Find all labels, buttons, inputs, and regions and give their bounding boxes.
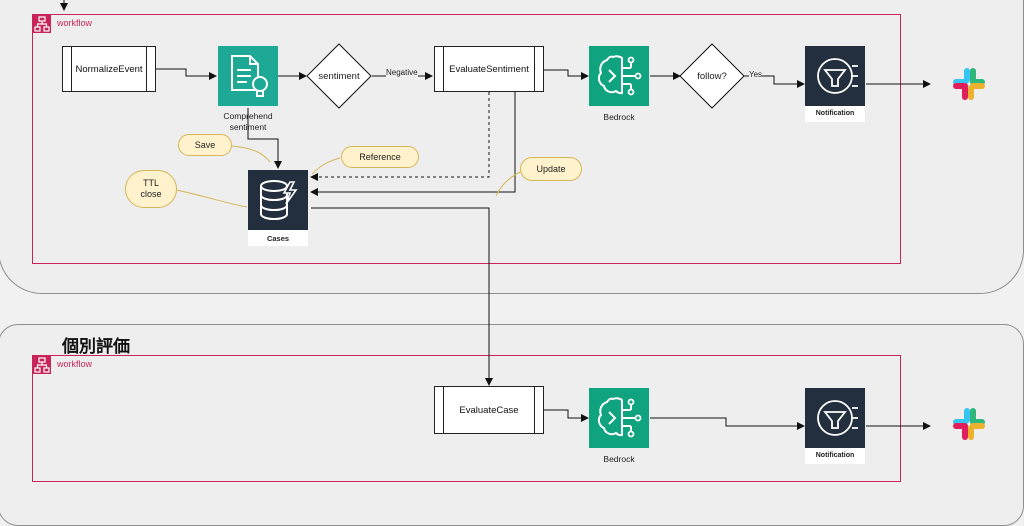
normalize-event-step[interactable]: NormalizeEvent [62,46,156,92]
notification-service[interactable]: Notification [805,388,865,464]
comprehend-service[interactable] [218,46,278,106]
comprehend-icon [218,46,278,106]
evaluate-sentiment-step[interactable]: EvaluateSentiment [434,46,544,92]
workflow-label: workflow [57,18,93,28]
workflow-frame-main: workflow [32,14,901,264]
bedrock-label: Bedrock [603,454,635,464]
bedrock-service[interactable] [589,46,649,106]
workflow-frame-individual: workflow [32,355,901,482]
workflow-label: workflow [57,359,93,369]
comprehend-label: Comprehend sentiment [223,111,273,132]
workflow-icon [33,15,51,33]
bedrock-service[interactable] [589,388,649,448]
notification-label: Notification [815,110,855,117]
dynamodb-icon [248,170,308,230]
note-ttl-text: TTL close [140,178,162,199]
bedrock-icon [589,46,649,106]
yes-edge-label: Yes [749,70,763,79]
slack-icon [950,405,988,443]
notification-icon [805,388,865,448]
notification-service[interactable]: Notification [805,46,865,122]
follow-decision: follow? [697,71,727,82]
note-save: Save [178,134,232,156]
notification-icon [805,46,865,106]
sentiment-decision: sentiment [318,71,360,82]
cases-table[interactable]: Cases [248,170,308,246]
notification-label: Notification [815,452,855,459]
connectors [60,0,931,430]
bedrock-icon [589,388,649,448]
workflow-icon [33,356,51,374]
group-individual-title: 個別評価 [62,337,130,356]
note-update: Update [520,157,582,181]
bedrock-label: Bedrock [603,112,635,122]
slack-icon [950,65,988,103]
note-ttl-close: TTL close [125,170,177,208]
sentiment-decision-shape [306,43,745,109]
evaluate-case-step[interactable]: EvaluateCase [434,386,544,434]
cases-label: Cases [266,234,290,243]
note-reference: Reference [341,146,419,168]
negative-edge-label: Negative [386,68,418,77]
